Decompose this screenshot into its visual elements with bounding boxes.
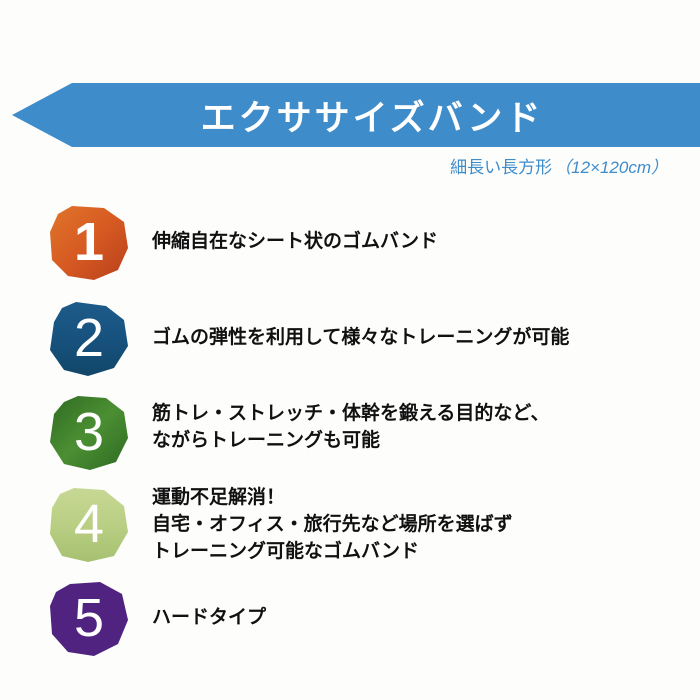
number-badge-5: 5 xyxy=(48,580,130,656)
feature-text: 伸縮自在なシート状のゴムバンド xyxy=(152,228,438,255)
octagon-badge-icon xyxy=(50,582,128,656)
feature-text: 運動不足解消！ 自宅・オフィス・旅行先など場所を選ばず トレーニング可能なゴムバ… xyxy=(152,484,513,565)
feature-item-4: 4 運動不足解消！ 自宅・オフィス・旅行先など場所を選ばず トレーニング可能なゴ… xyxy=(48,486,513,562)
feature-item-1: 1 伸縮自在なシート状のゴムバンド xyxy=(48,204,438,280)
dimensions-label: （12×120cm） xyxy=(554,158,668,177)
feature-line: 筋トレ・ストレッチ・体幹を鍛える目的など、 xyxy=(152,402,550,424)
feature-item-3: 3 筋トレ・ストレッチ・体幹を鍛える目的など、 ながらトレーニングも可能 xyxy=(48,394,549,470)
badge-number: 4 xyxy=(73,494,105,554)
octagon-badge-icon xyxy=(50,396,128,470)
feature-text: ハードタイプ xyxy=(152,604,266,631)
feature-line: ハードタイプ xyxy=(152,606,267,628)
size-subtitle: 細長い長方形 （12×120cm） xyxy=(450,153,668,178)
badge-number: 5 xyxy=(73,588,105,648)
octagon-badge-icon xyxy=(50,302,128,376)
badge-number: 1 xyxy=(73,212,105,272)
badge-number: 2 xyxy=(73,308,105,368)
feature-text: ゴムの弾性を利用して様々なトレーニングが可能 xyxy=(152,324,569,351)
feature-item-2: 2 ゴムの弾性を利用して様々なトレーニングが可能 xyxy=(48,300,569,376)
octagon-badge-icon xyxy=(50,488,128,562)
feature-line: ながらトレーニングも可能 xyxy=(152,429,381,451)
number-badge-2: 2 xyxy=(48,300,130,376)
feature-line: 自宅・オフィス・旅行先など場所を選ばず xyxy=(152,513,513,535)
octagon-badge-icon xyxy=(50,206,128,280)
feature-line: 運動不足解消！ xyxy=(152,486,286,508)
number-badge-3: 3 xyxy=(48,394,130,470)
shape-label: 細長い長方形 xyxy=(450,158,553,178)
badge-number: 3 xyxy=(73,402,105,462)
feature-text: 筋トレ・ストレッチ・体幹を鍛える目的など、 ながらトレーニングも可能 xyxy=(152,400,549,454)
feature-item-5: 5 ハードタイプ xyxy=(48,580,266,656)
banner-title: エクササイズバンド xyxy=(200,97,544,139)
feature-line: 伸縮自在なシート状のゴムバンド xyxy=(152,230,438,252)
number-badge-4: 4 xyxy=(48,486,130,562)
number-badge-1: 1 xyxy=(48,204,130,280)
feature-line: トレーニング可能なゴムバンド xyxy=(152,540,419,562)
feature-line: ゴムの弾性を利用して様々なトレーニングが可能 xyxy=(152,326,570,348)
arrow-banner-shape xyxy=(12,83,700,147)
title-banner: エクササイズバンド xyxy=(12,83,700,147)
